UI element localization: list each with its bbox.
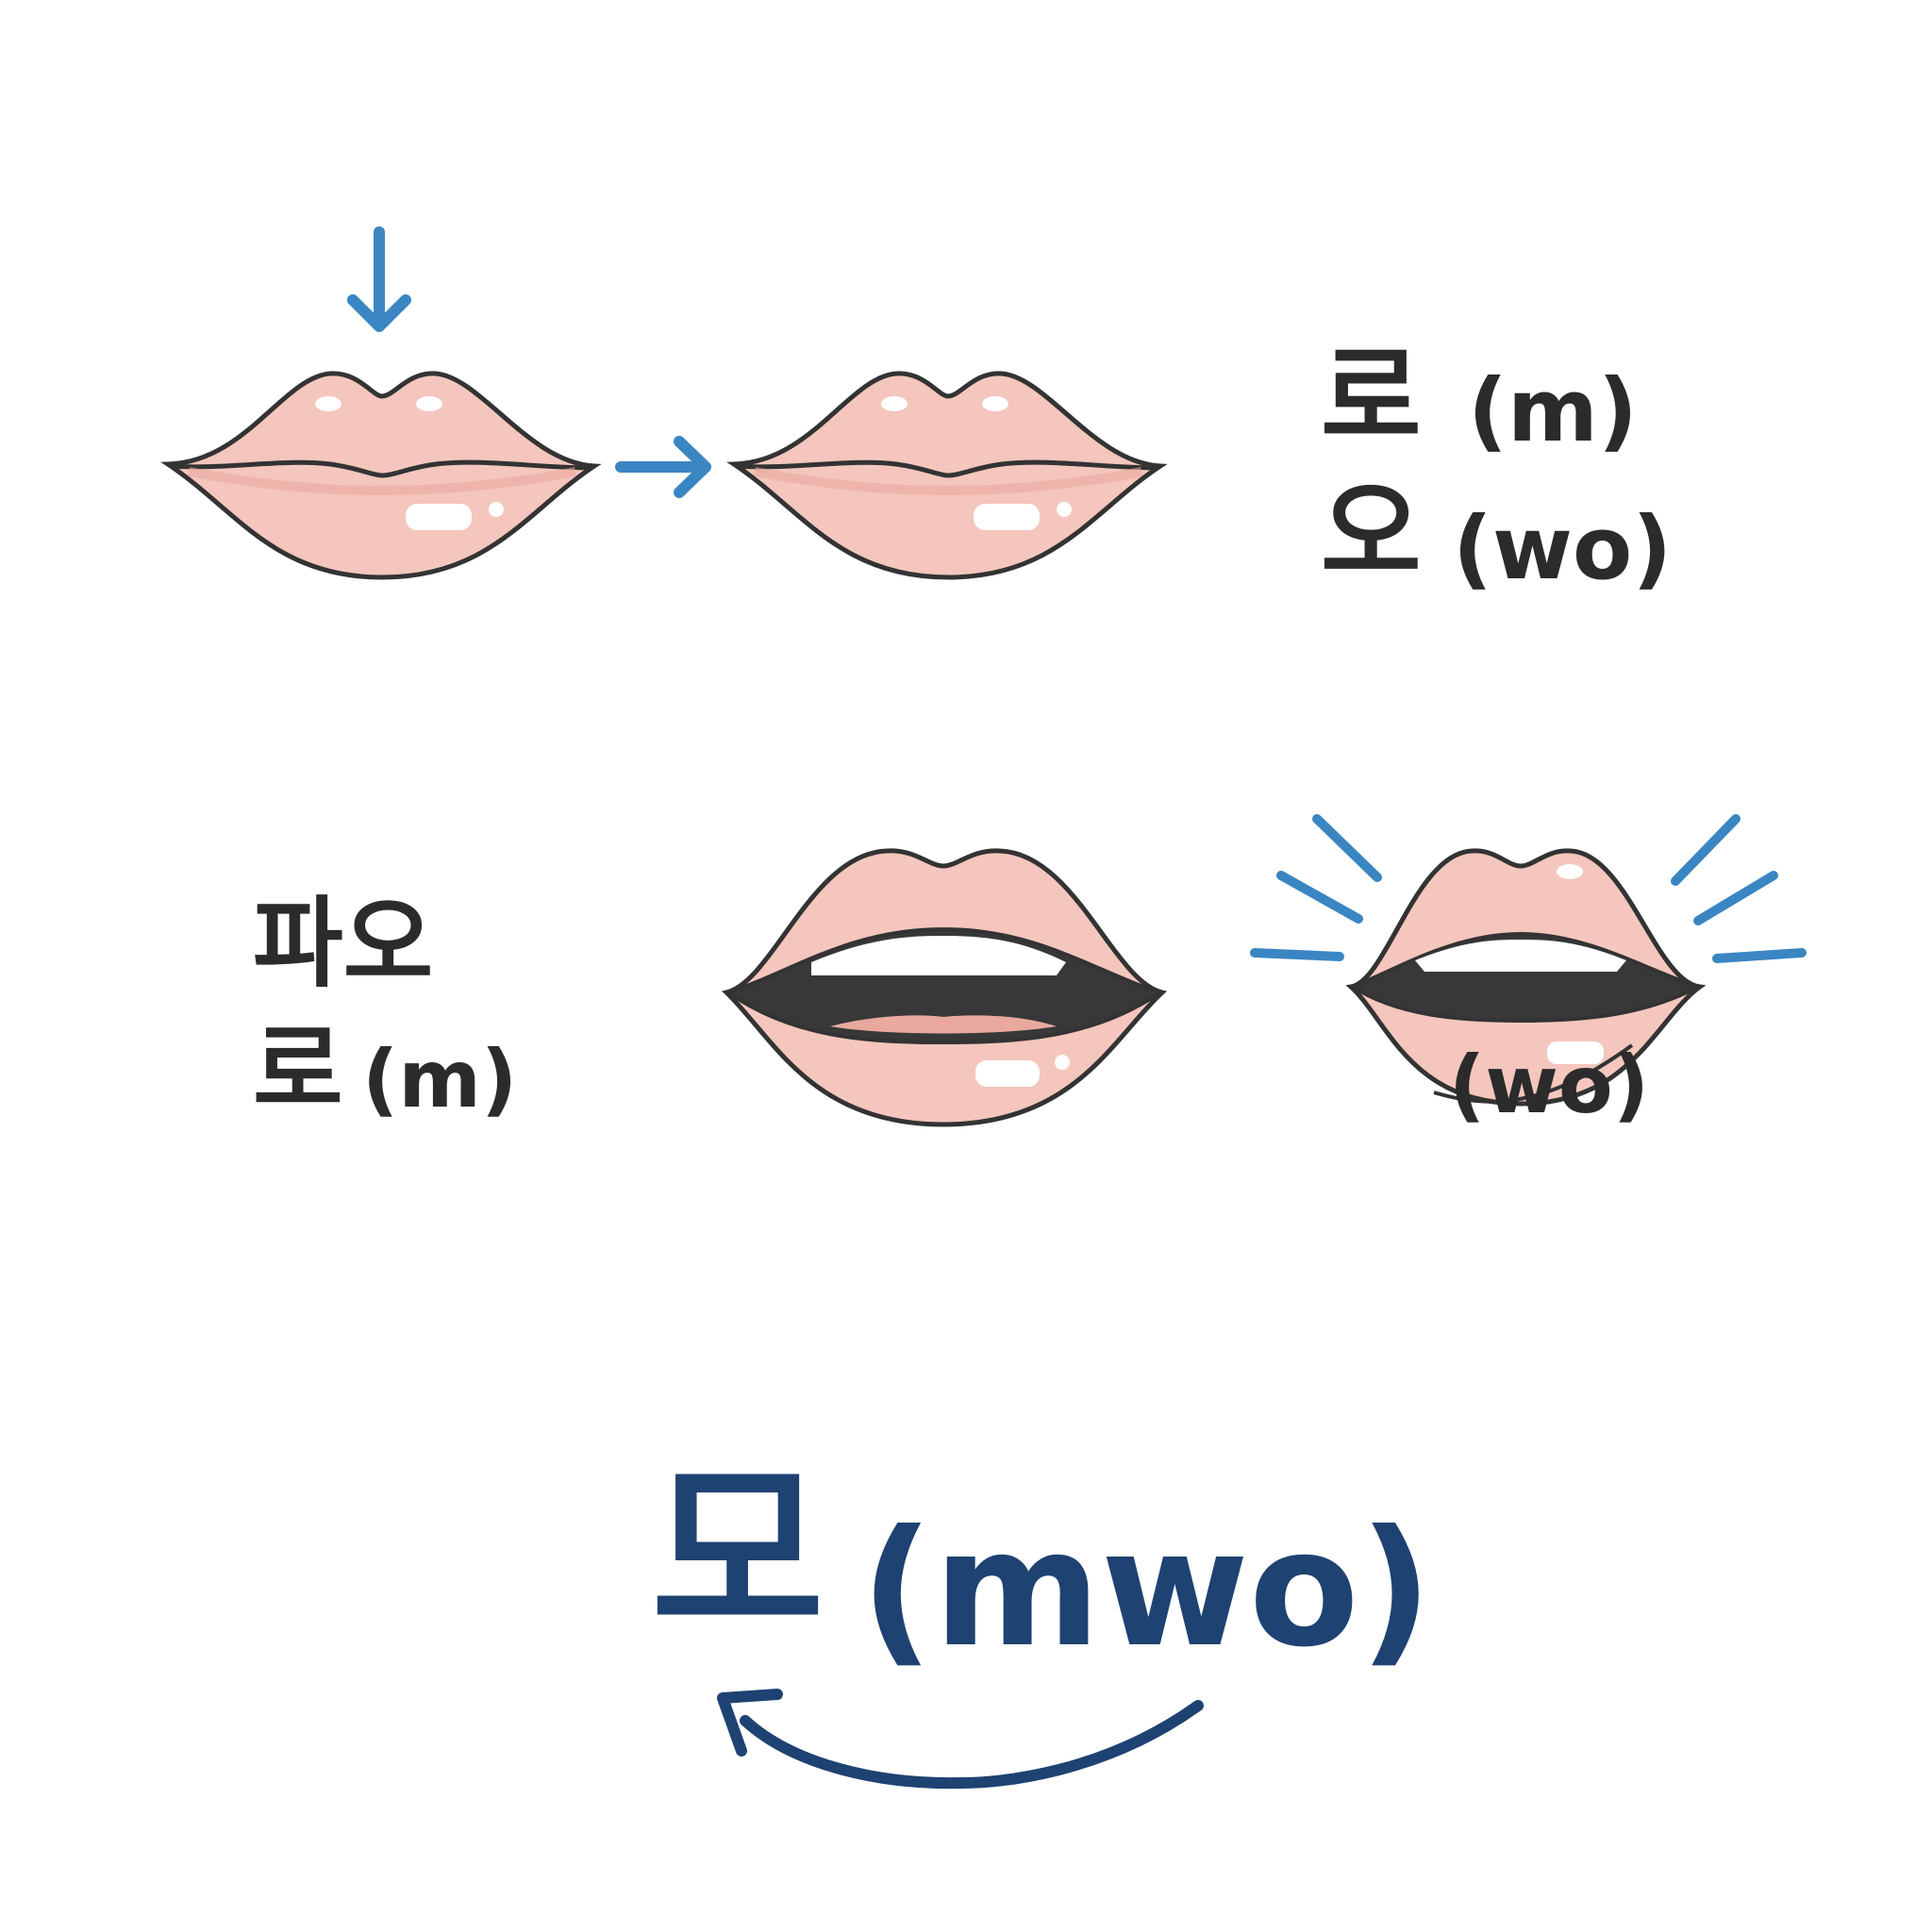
curved-return-arrow-icon [717, 1689, 1204, 1790]
final-korean: 모 [651, 1444, 825, 1664]
mouth-overlay-roman: (wo) [1449, 1039, 1650, 1131]
top-line2-korean: 오 [1321, 470, 1422, 597]
arrow-right-icon [615, 436, 711, 498]
middle-line2-roman: (m) [362, 1033, 518, 1125]
open-mouth-2 [1345, 848, 1707, 1107]
arrow-down-icon [347, 226, 411, 332]
top-line2-roman: (wo) [1453, 498, 1673, 599]
middle-line2-korean: 로 [253, 1012, 343, 1127]
final-roman: (mwo) [860, 1496, 1433, 1683]
closed-lips-2 [726, 371, 1168, 580]
top-line1-korean: 로 [1321, 334, 1422, 461]
middle-line1-korean: 파오 [253, 886, 434, 1001]
open-mouth-1 [721, 848, 1168, 1127]
sound-burst-icon [1250, 814, 1807, 963]
closed-lips-1 [160, 371, 602, 580]
top-line1-roman: (m) [1468, 360, 1638, 461]
